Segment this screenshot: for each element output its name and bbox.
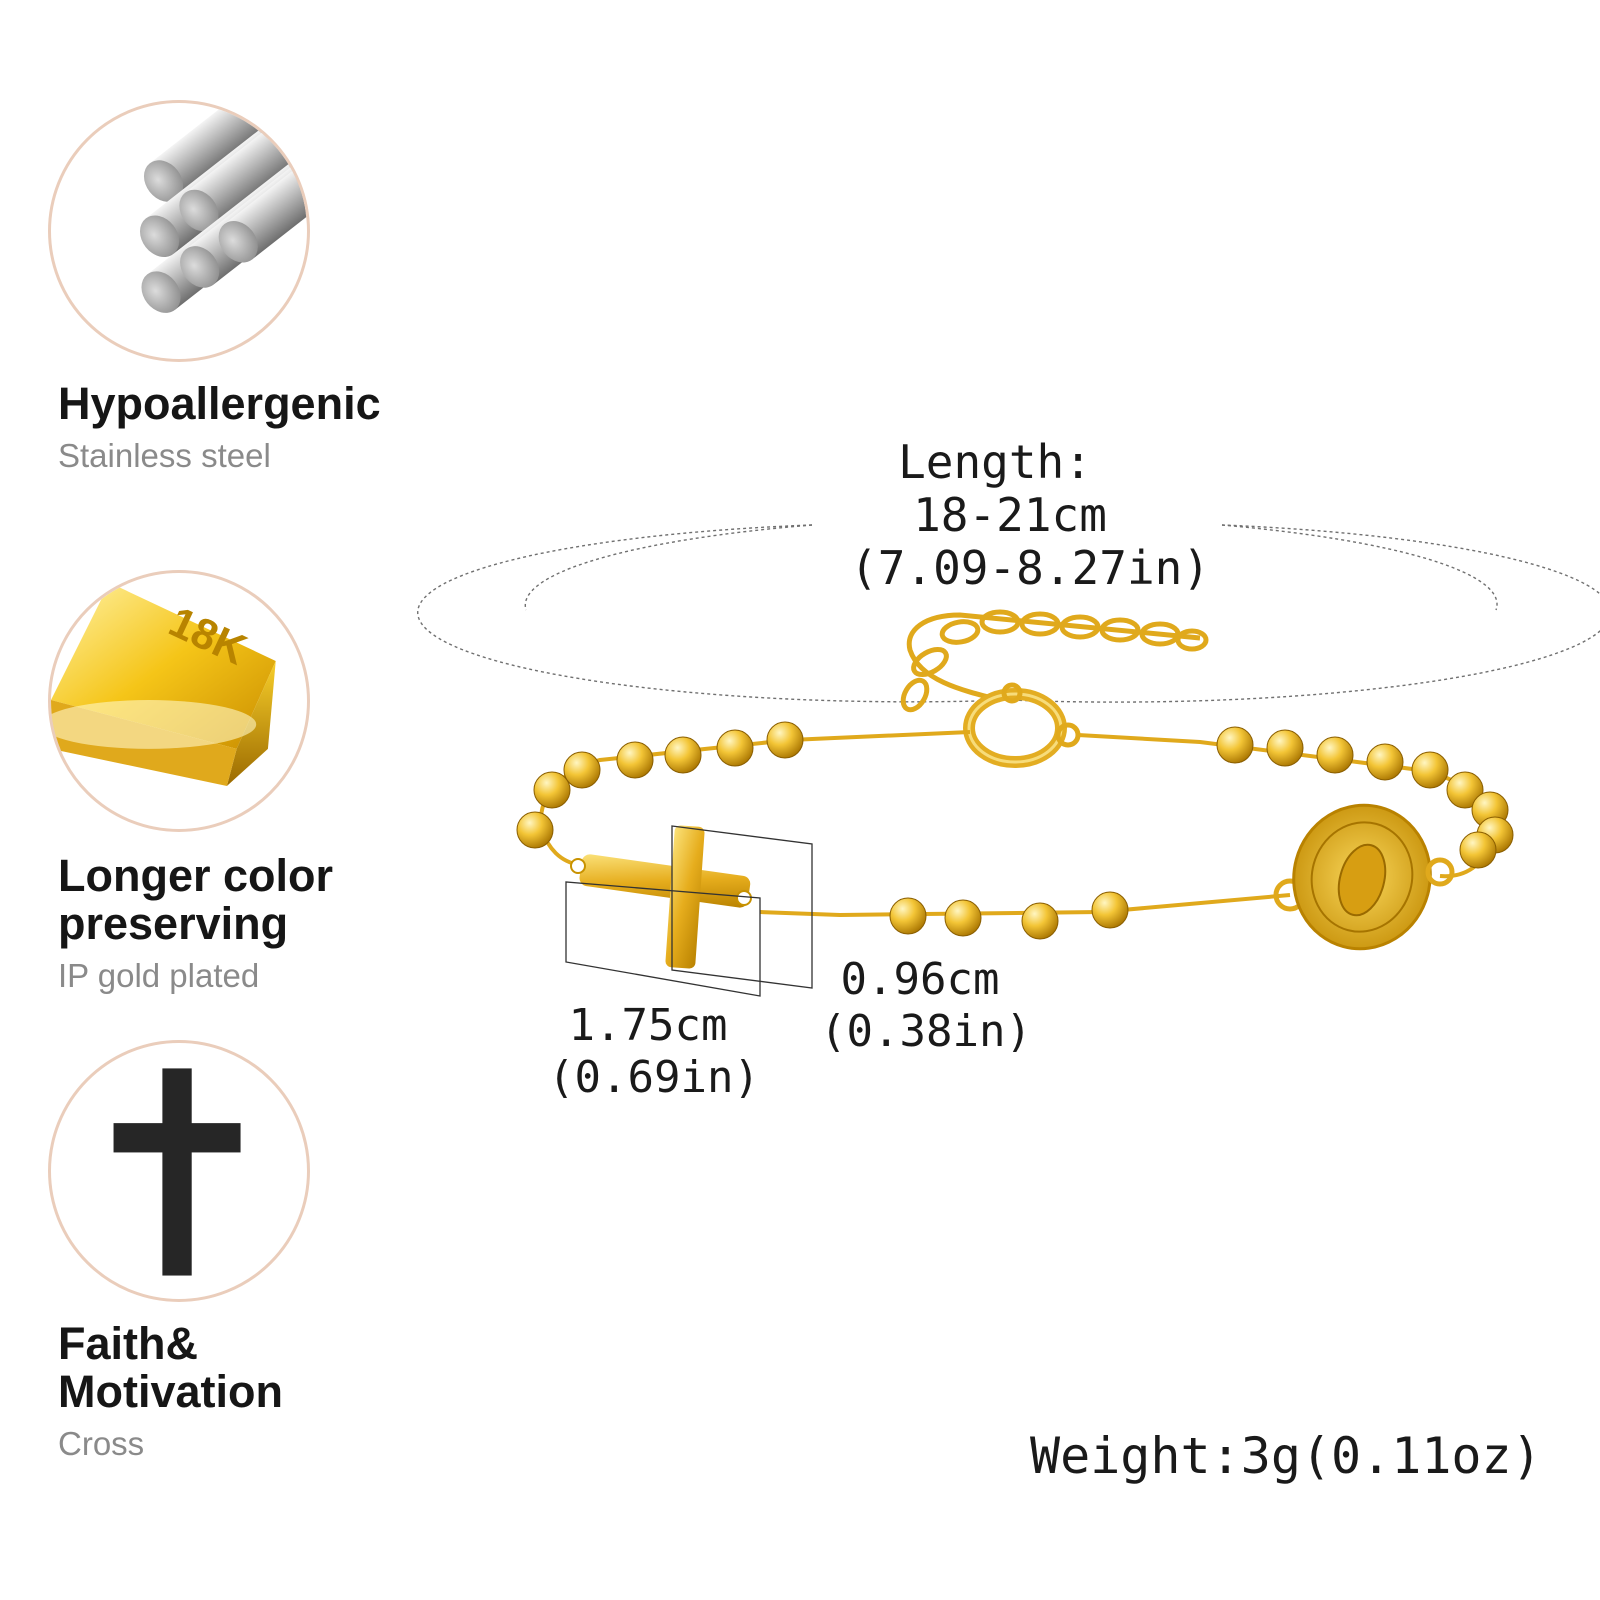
bead	[533, 771, 571, 809]
miraculous-medal	[1273, 803, 1455, 951]
cross-height-measurement: 0.96cm (0.38in)	[820, 954, 1032, 1058]
bead	[1091, 891, 1129, 929]
bead	[766, 721, 804, 759]
cross-width-cm: 1.75cm	[568, 1000, 728, 1051]
bead	[1316, 736, 1354, 774]
feature-hypoallergenic: Hypoallergenic Stainless steel	[58, 380, 478, 474]
bead	[1459, 831, 1497, 869]
bead	[1446, 771, 1484, 809]
feature-subtitle: IP gold plated	[58, 957, 260, 994]
cross-icon	[113, 1068, 241, 1276]
extension-chain	[900, 609, 1209, 713]
length-measurement: Length: 18-21cm (7.09-8.27in)	[850, 435, 1211, 595]
length-inch: (7.09-8.27in)	[850, 541, 1211, 595]
bead	[1411, 751, 1449, 789]
feature-title: Faith& Motivation	[58, 1318, 283, 1417]
weight-label: Weight:3g(0.11oz)	[1030, 1427, 1542, 1485]
gold-bar-icon: 18K	[51, 582, 276, 787]
feature-circle-gold: 18K	[48, 570, 310, 832]
feature-circle-cross	[48, 1040, 310, 1302]
beads	[516, 721, 1514, 940]
cross-height-cm: 0.96cm	[840, 954, 1000, 1005]
cross-width-measurement: 1.75cm (0.69in)	[548, 1000, 760, 1104]
bead	[716, 729, 754, 767]
feature-subtitle: Cross	[58, 1425, 145, 1462]
cross-width-inch: (0.69in)	[548, 1052, 760, 1103]
bead	[1216, 726, 1254, 764]
length-label: Length:	[898, 435, 1092, 489]
feature-subtitle: Stainless steel	[58, 437, 271, 474]
steel-rods-icon	[139, 103, 307, 313]
lobster-clasp	[963, 682, 1081, 768]
bead	[616, 741, 654, 779]
cross-height-inch: (0.38in)	[820, 1006, 1032, 1057]
bead	[516, 811, 554, 849]
bead	[563, 751, 601, 789]
bead	[1366, 743, 1404, 781]
length-cm: 18-21cm	[913, 488, 1107, 542]
cross-pendant	[570, 825, 752, 969]
bead	[944, 899, 982, 937]
bead	[1266, 729, 1304, 767]
feature-faith: Faith& Motivation Cross	[58, 1320, 478, 1462]
feature-color-preserving: Longer color preserving IP gold plated	[58, 852, 478, 994]
bead	[1021, 902, 1059, 940]
feature-circle-steel	[48, 100, 310, 362]
feature-title: Hypoallergenic	[58, 378, 381, 429]
bead	[889, 897, 927, 935]
bead	[664, 736, 702, 774]
dimension-lines	[565, 825, 813, 997]
feature-title: Longer color preserving	[58, 850, 334, 949]
